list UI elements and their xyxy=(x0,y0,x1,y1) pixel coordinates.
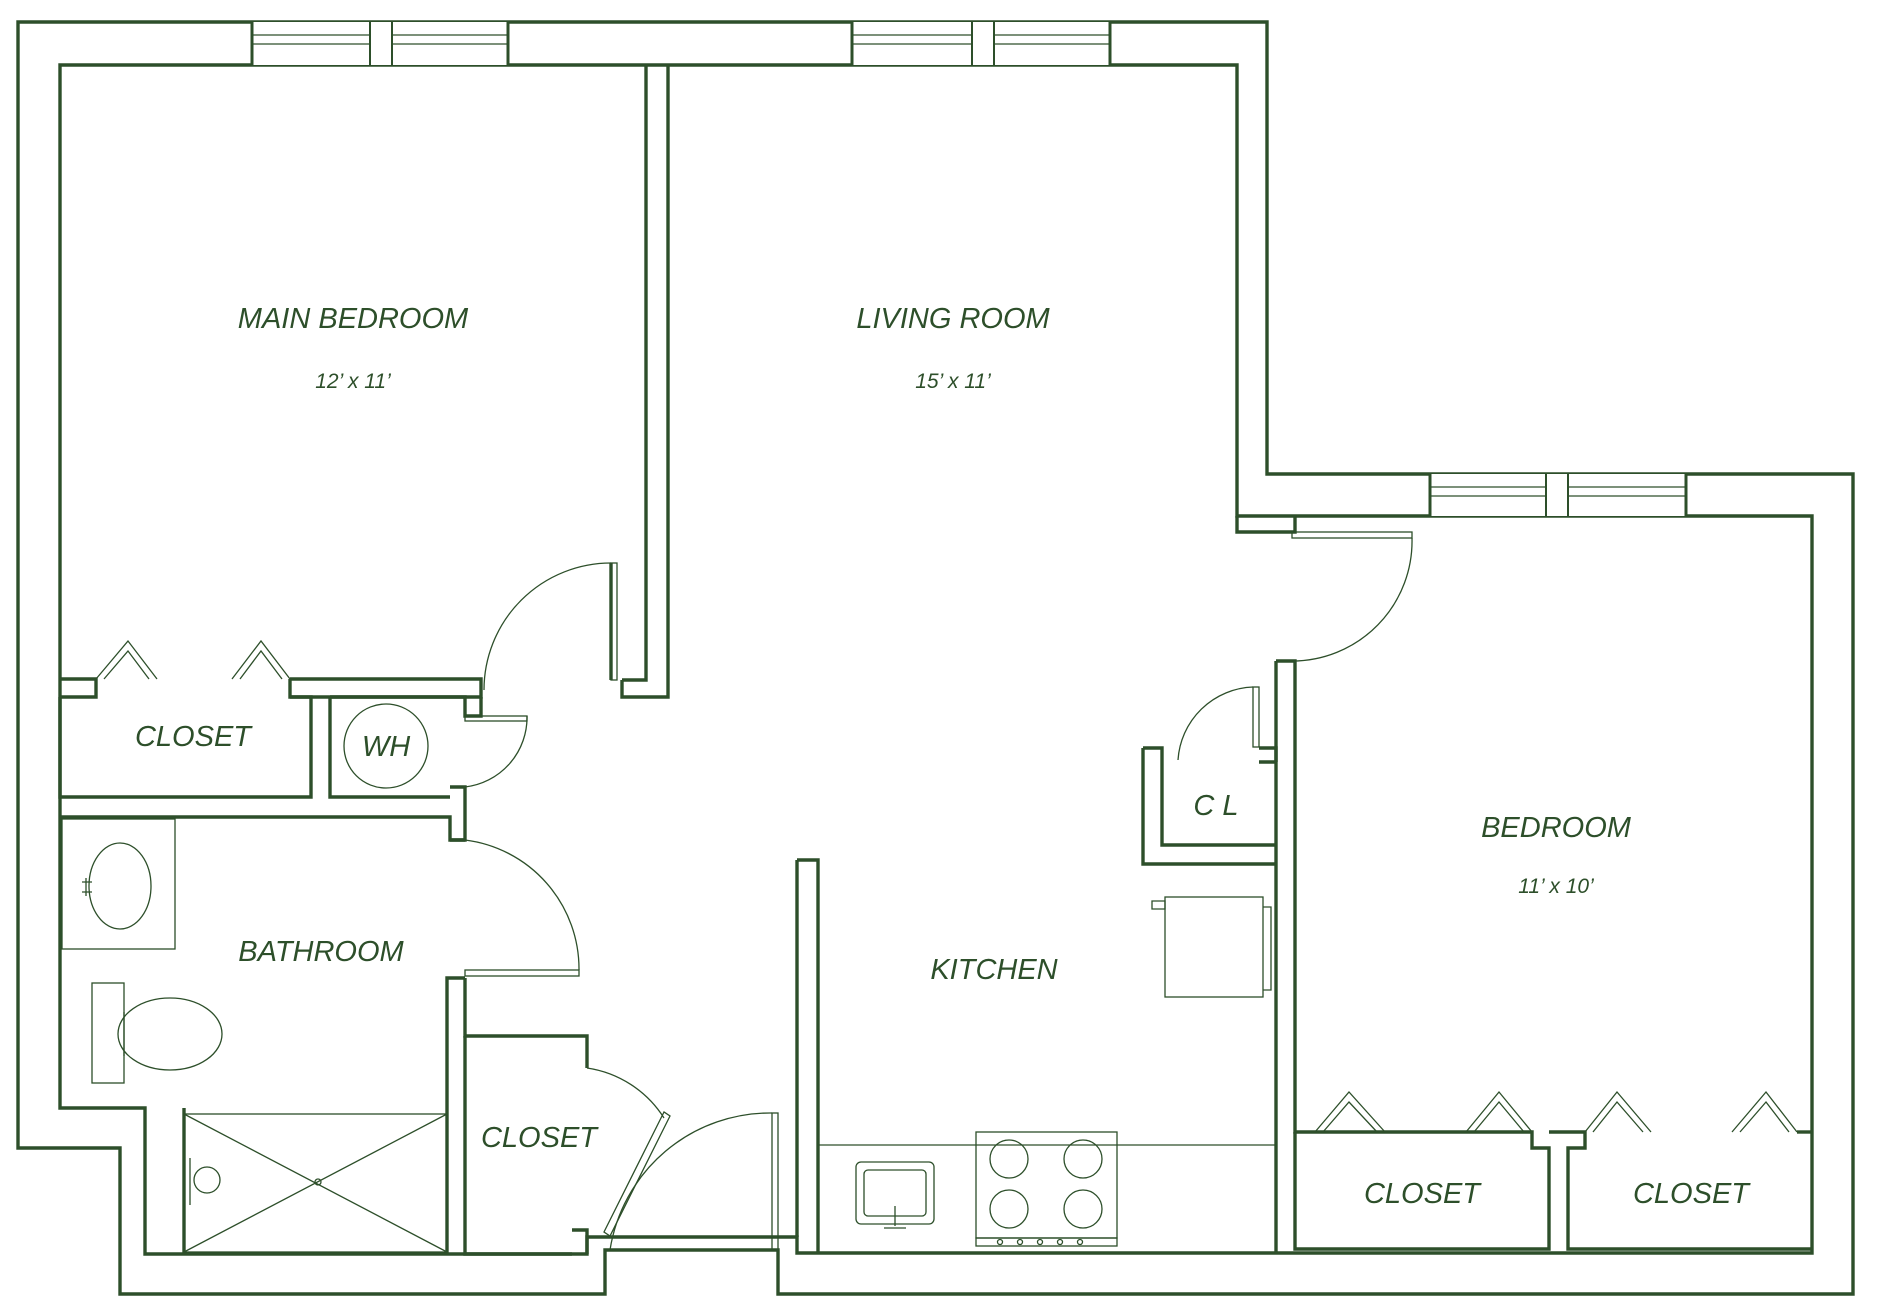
door-linen-closet xyxy=(1177,686,1260,761)
closet-bedroom-right-label: CLOSET xyxy=(1633,1178,1751,1210)
door-entry xyxy=(609,1112,779,1251)
interior-walls xyxy=(58,65,1812,1256)
door-wh-closet xyxy=(464,715,528,788)
main-bedroom-label: MAIN BEDROOM xyxy=(238,303,469,335)
closet-bedroom-left-label: CLOSET xyxy=(1364,1178,1482,1210)
main-bedroom-size: 12’ x 11’ xyxy=(315,370,391,393)
vanity-counter xyxy=(61,818,176,950)
window-main-bedroom xyxy=(250,22,510,65)
toilet-tank xyxy=(91,982,125,1084)
refrigerator-icon xyxy=(1164,896,1264,998)
sink-icon xyxy=(88,842,152,930)
windows xyxy=(250,22,1688,516)
closet-main-label: CLOSET xyxy=(135,721,253,753)
bifold-closet-doors xyxy=(95,639,1798,1133)
window-living-room xyxy=(850,22,1112,65)
window-bedroom xyxy=(1428,474,1688,516)
stove-icon xyxy=(975,1131,1118,1247)
living-room-label: LIVING ROOM xyxy=(856,303,1050,335)
exterior-walls xyxy=(16,20,1855,1296)
living-room-size: 15’ x 11’ xyxy=(915,370,991,393)
water-heater-label: WH xyxy=(362,731,410,763)
kitchen-label: KITCHEN xyxy=(930,954,1057,986)
toilet-icon xyxy=(117,997,223,1071)
door-main-bedroom xyxy=(483,562,618,691)
fixtures xyxy=(61,703,1276,1253)
closet-hall-label: CLOSET xyxy=(481,1122,599,1154)
bedroom-label: BEDROOM xyxy=(1481,812,1632,844)
bathroom-label: BATHROOM xyxy=(238,936,404,968)
bedroom-size: 11’ x 10’ xyxy=(1518,875,1594,898)
shower-icon xyxy=(183,1113,448,1253)
linen-closet-label: C L xyxy=(1193,790,1238,822)
door-bathroom xyxy=(464,839,580,977)
water-heater-icon xyxy=(343,703,429,789)
door-bedroom xyxy=(1291,531,1413,662)
room-labels: MAIN BEDROOM 12’ x 11’ LIVING ROOM 15’ x… xyxy=(135,303,1751,1210)
door-hall-closet xyxy=(586,1067,671,1237)
doors xyxy=(464,531,1413,1251)
